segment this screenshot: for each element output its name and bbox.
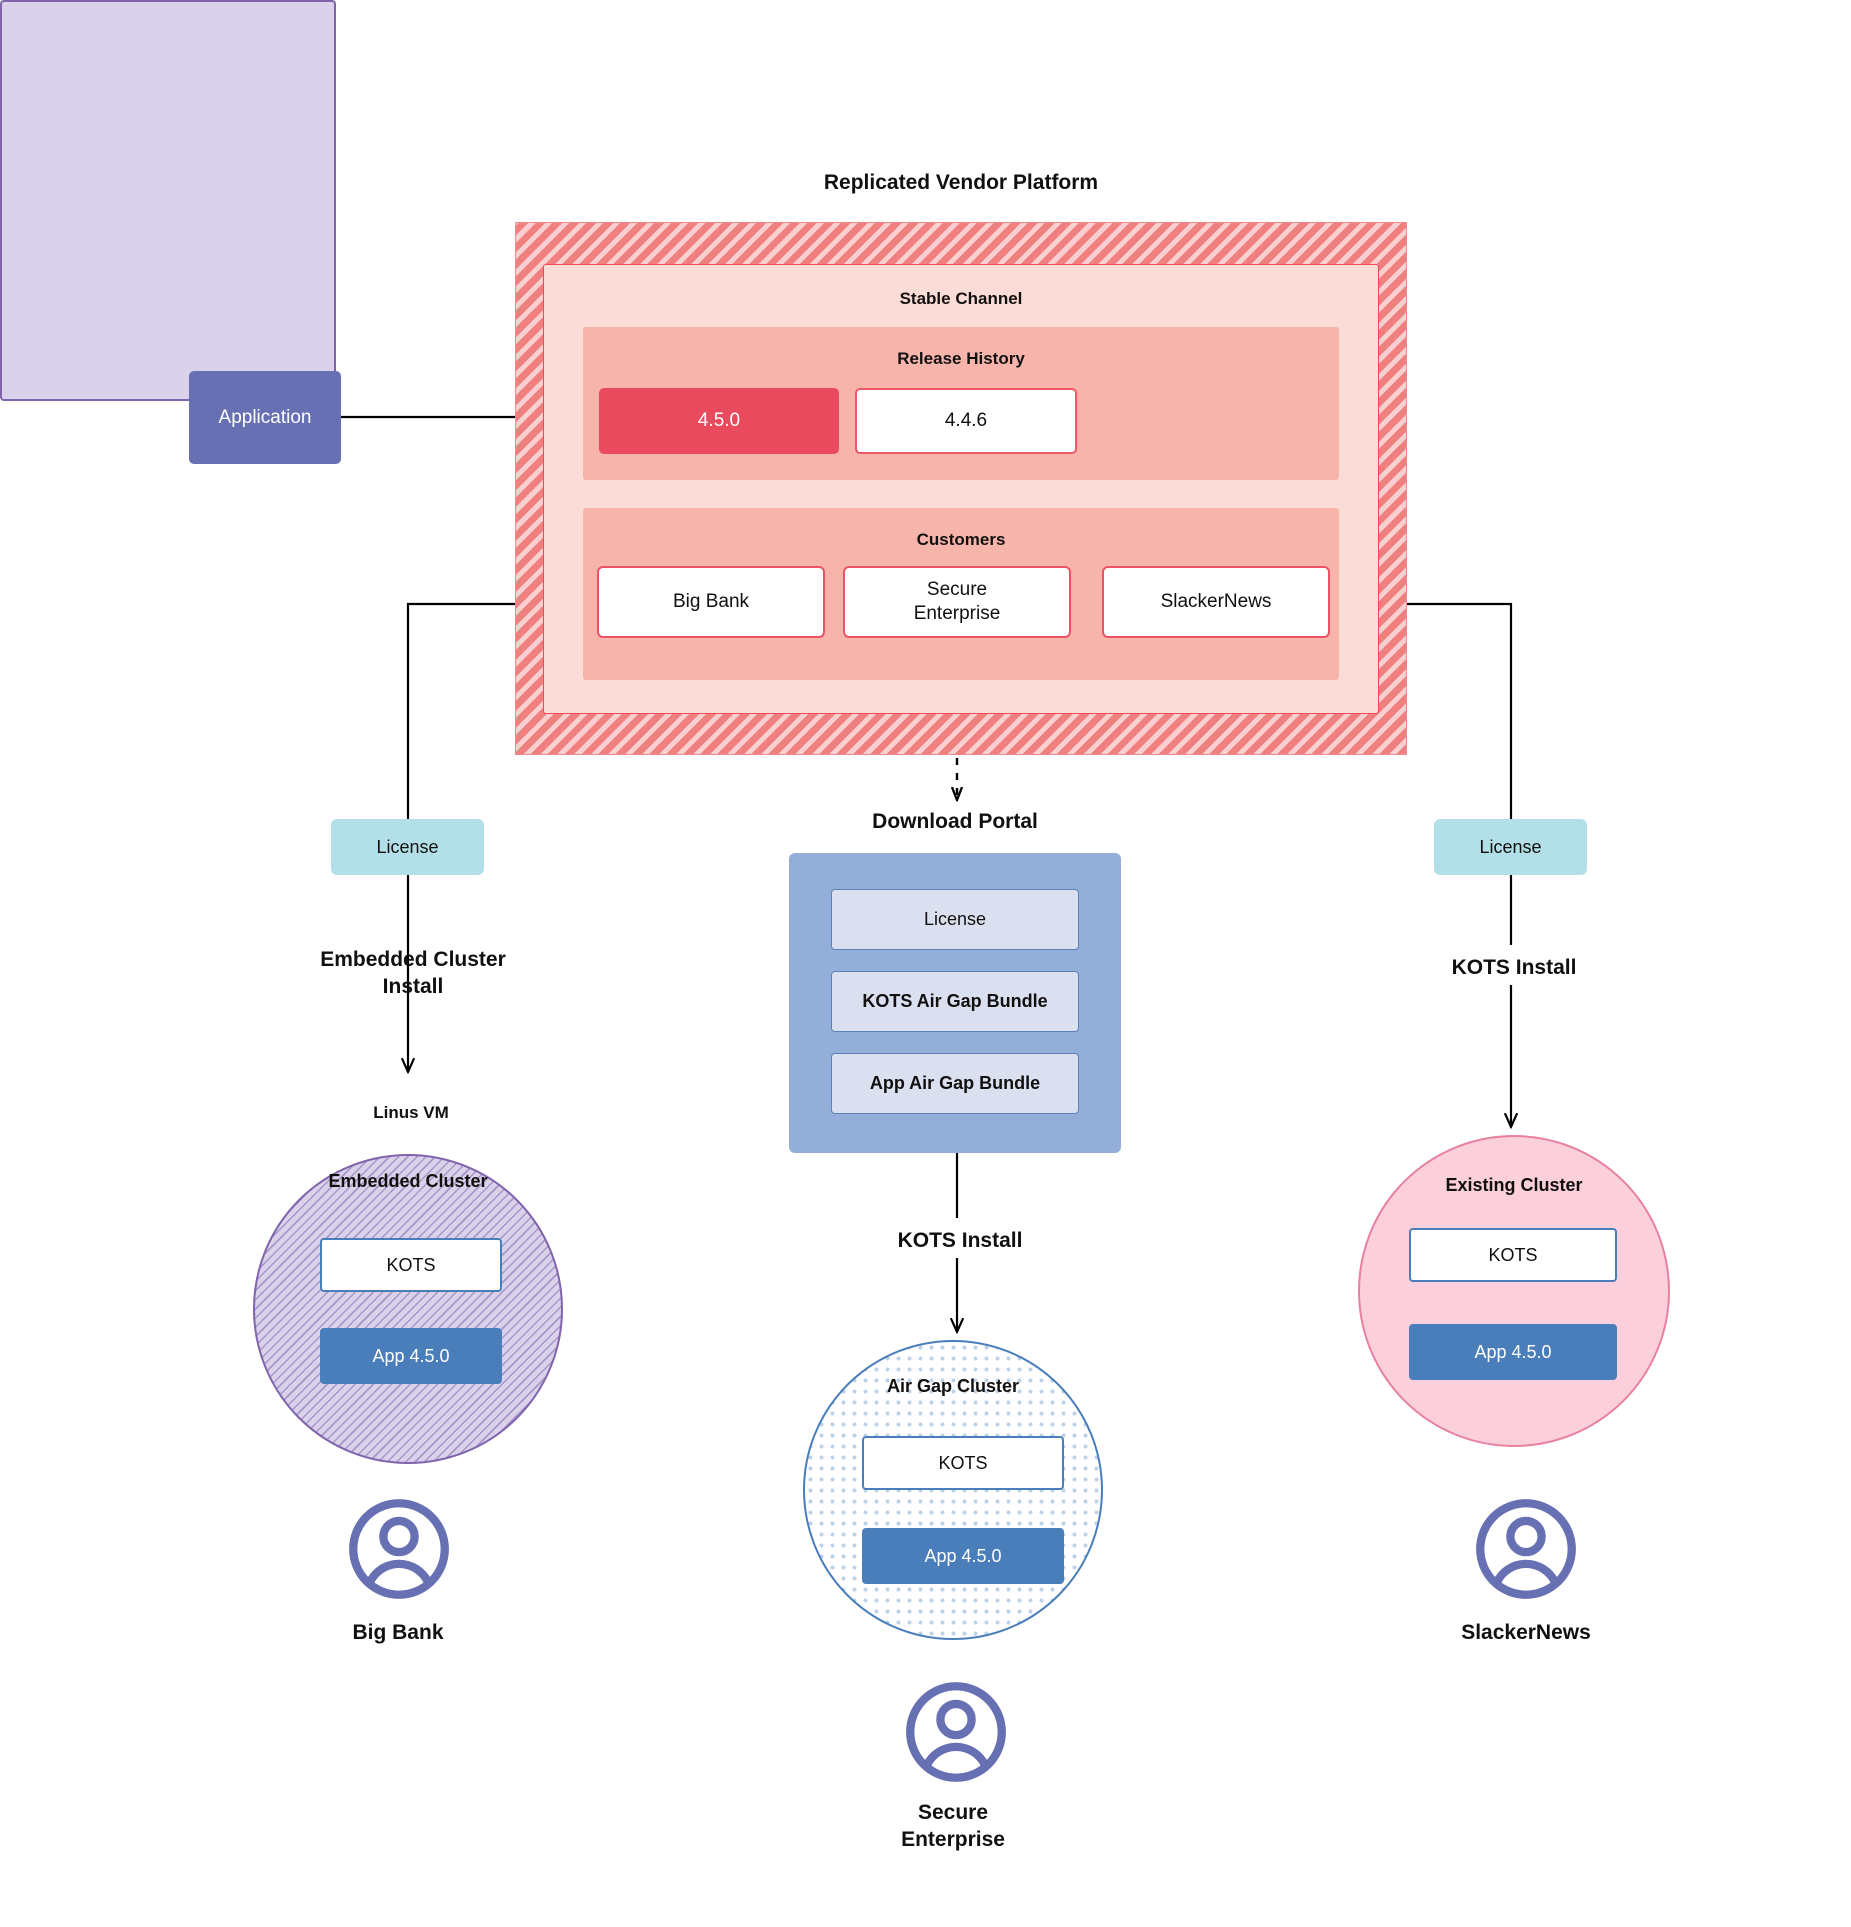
user-avatar-icon [349, 1499, 449, 1599]
linux-vm-container [0, 0, 336, 401]
customer-box-slackernews[interactable]: SlackerNews [1102, 566, 1330, 638]
kots-box-airgap[interactable]: KOTS [862, 1436, 1064, 1490]
release-box-previous[interactable]: 4.4.6 [855, 388, 1077, 454]
release-box-current[interactable]: 4.5.0 [599, 388, 839, 454]
user-avatar-icon [906, 1682, 1006, 1782]
customer-box-secure-enterprise[interactable]: Secure Enterprise [843, 566, 1071, 638]
existing-cluster-circle [1358, 1135, 1670, 1447]
existing-cluster-label: Existing Cluster [1445, 1175, 1583, 1195]
air-gap-cluster-circle [803, 1340, 1103, 1640]
user-label-big-bank: Big Bank [352, 1621, 444, 1644]
flow-label-embedded-cluster-install: Embedded Cluster Install [263, 947, 563, 1001]
download-portal-item-license[interactable]: License [831, 889, 1079, 950]
page-title: Replicated Vendor Platform [823, 171, 1099, 194]
download-portal-title: Download Portal [872, 810, 1038, 833]
user-label-secure-enterprise: Secure Enterprise [838, 1800, 1068, 1854]
customer-box-big-bank[interactable]: Big Bank [597, 566, 825, 638]
user-label-slackernews: SlackerNews [1461, 1621, 1591, 1644]
app-box-existing[interactable]: App 4.5.0 [1409, 1324, 1617, 1380]
embedded-cluster-label: Embedded Cluster [328, 1171, 488, 1191]
license-chip-right[interactable]: License [1434, 819, 1587, 875]
flow-label-line1: Embedded Cluster [320, 948, 506, 971]
user-avatar-icon [1476, 1499, 1576, 1599]
app-box-embedded[interactable]: App 4.5.0 [320, 1328, 502, 1384]
app-box-airgap[interactable]: App 4.5.0 [862, 1528, 1064, 1584]
kots-box-embedded[interactable]: KOTS [320, 1238, 502, 1292]
download-portal-item-app-air-gap-bundle[interactable]: App Air Gap Bundle [831, 1053, 1079, 1114]
flow-label-line2: Install [382, 974, 444, 998]
customer-secure-line2: Enterprise [913, 603, 1001, 624]
stable-channel-label: Stable Channel [899, 289, 1023, 308]
user-secure-line2: Enterprise [901, 1827, 1005, 1851]
application-node[interactable]: Application [189, 371, 341, 464]
embedded-cluster-circle [253, 1154, 563, 1464]
flow-label-kots-install-center: KOTS Install [897, 1229, 1023, 1252]
release-history-label: Release History [897, 349, 1025, 368]
kots-box-existing[interactable]: KOTS [1409, 1228, 1617, 1282]
air-gap-cluster-label: Air Gap Cluster [886, 1376, 1020, 1396]
download-portal-container: License KOTS Air Gap Bundle App Air Gap … [789, 853, 1121, 1153]
user-secure-line1: Secure [917, 1801, 989, 1824]
customers-label: Customers [916, 530, 1006, 549]
flow-label-kots-install-right: KOTS Install [1451, 956, 1577, 979]
linux-vm-label: Linus VM [373, 1103, 449, 1122]
customer-secure-line1: Secure [926, 579, 988, 601]
license-chip-left[interactable]: License [331, 819, 484, 875]
download-portal-item-kots-air-gap-bundle[interactable]: KOTS Air Gap Bundle [831, 971, 1079, 1032]
